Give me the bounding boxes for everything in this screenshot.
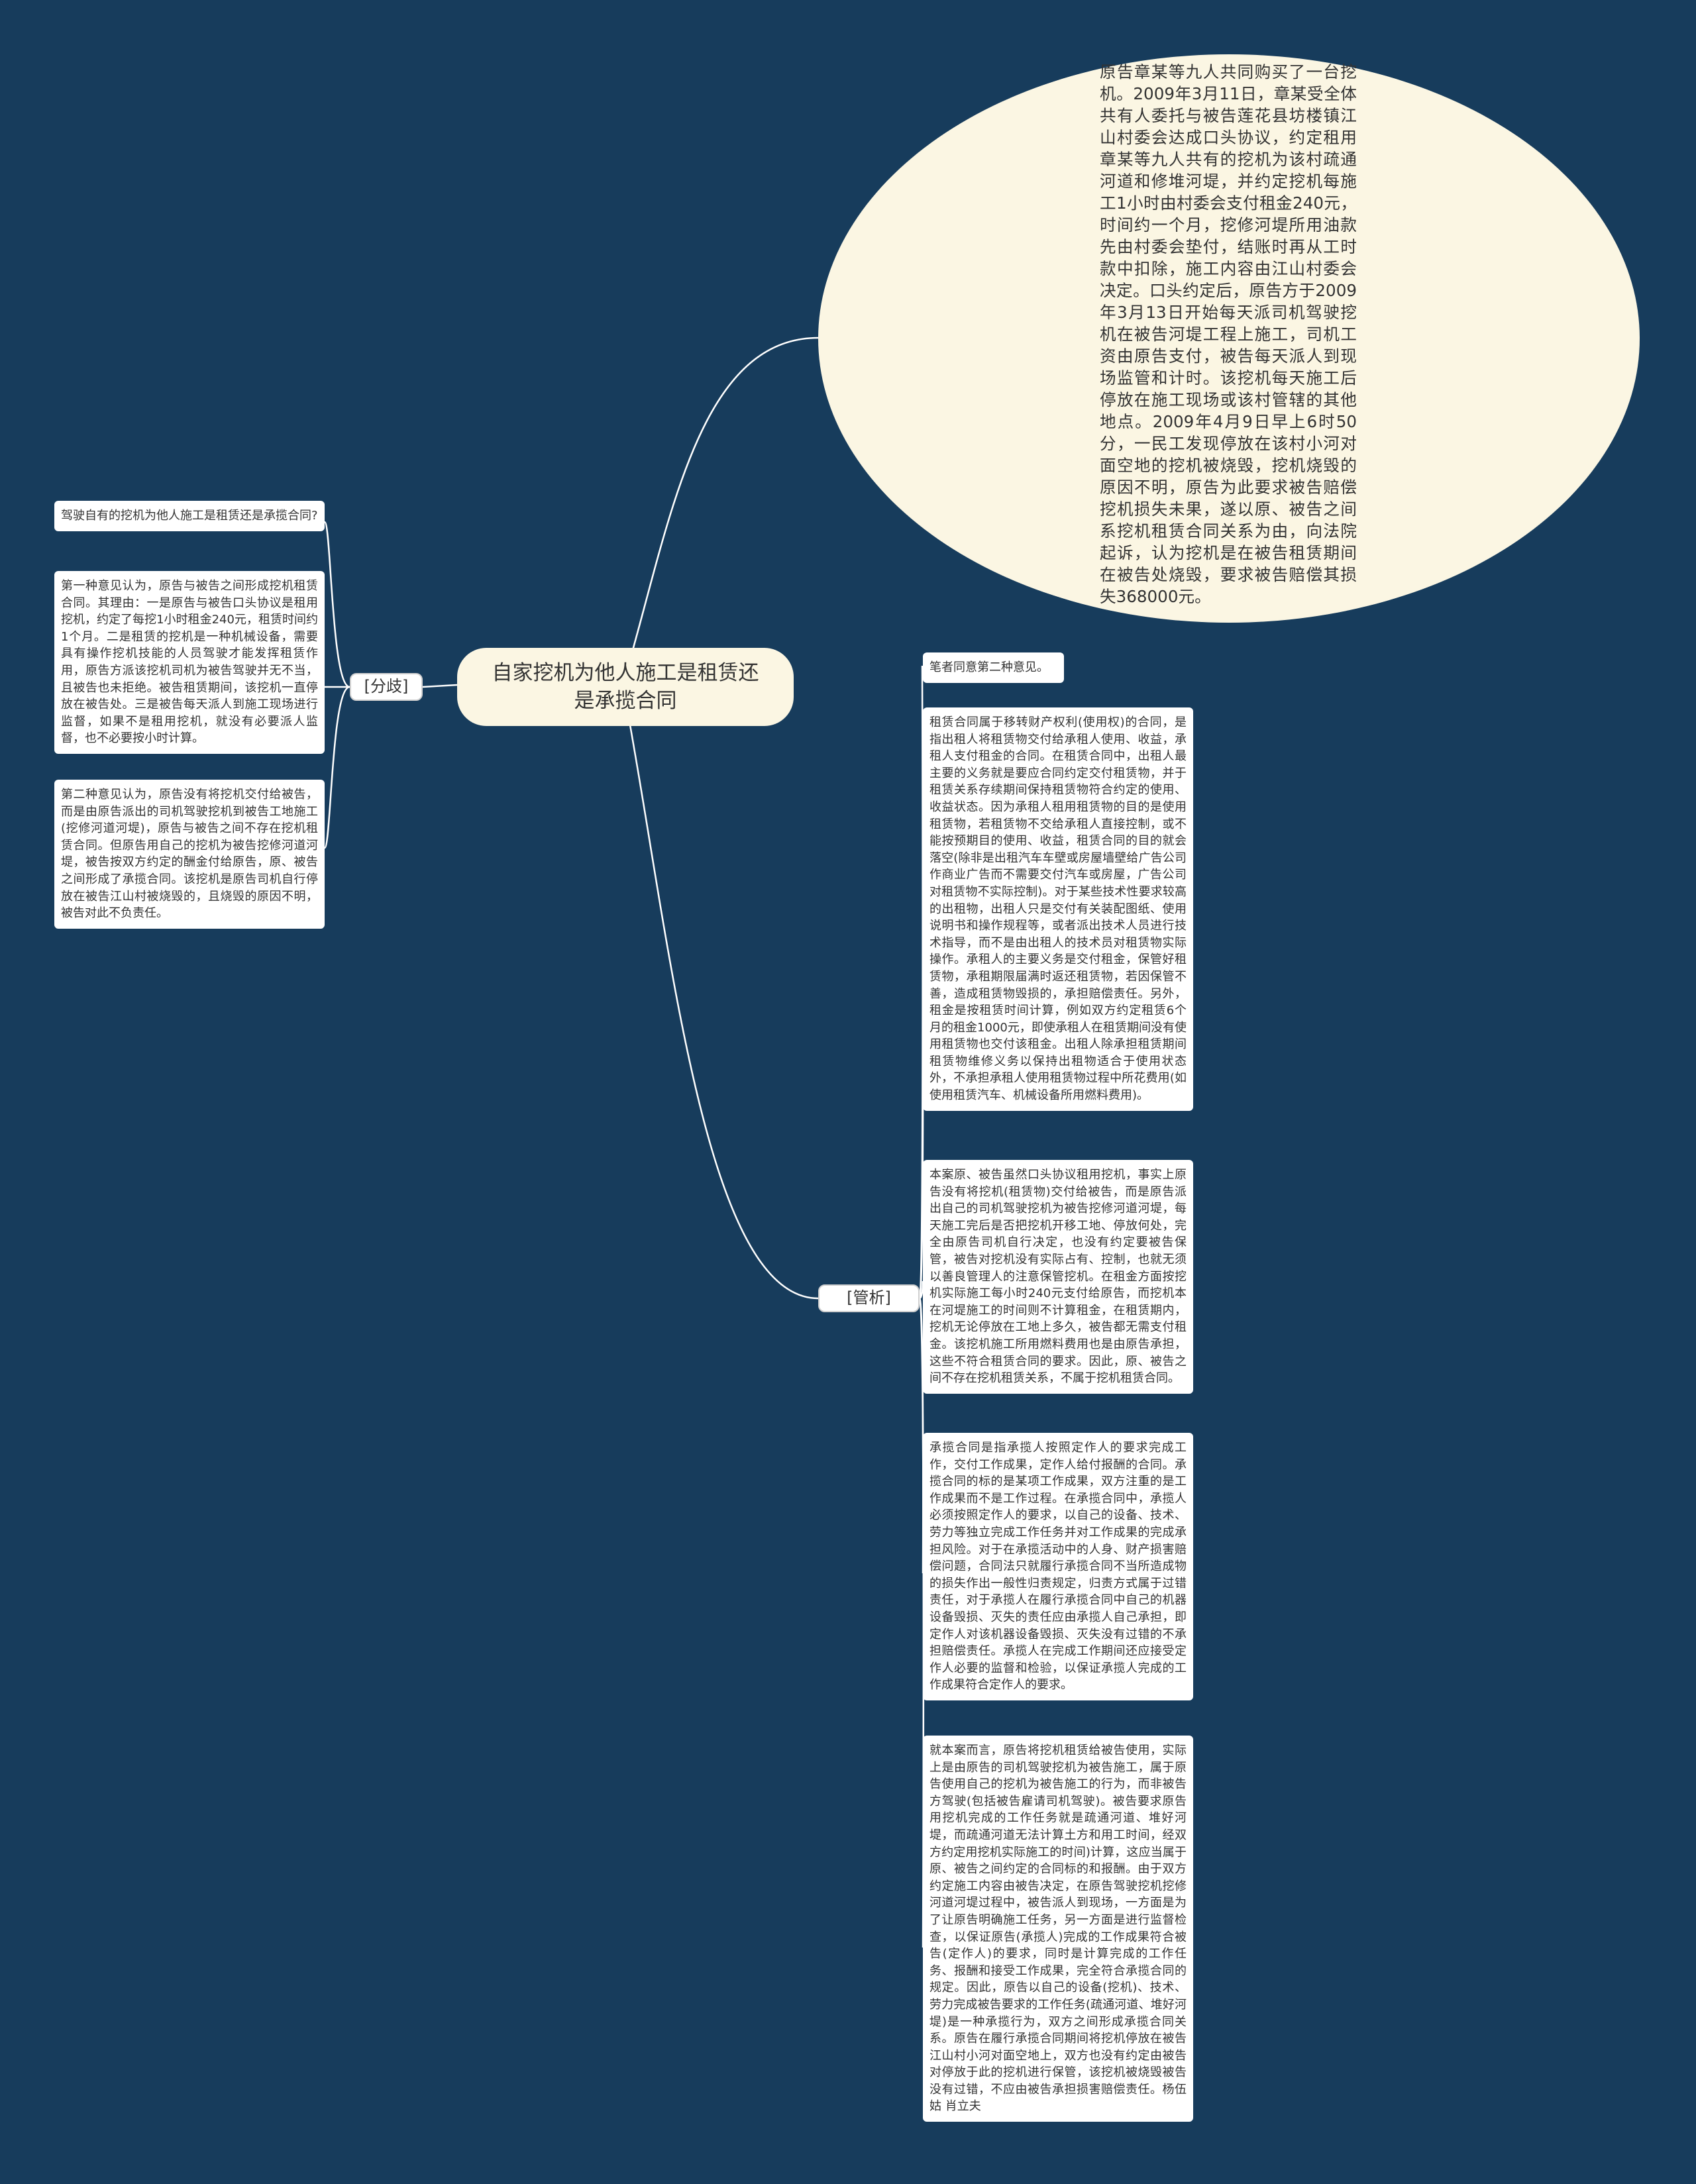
dispute-question-text: 驾驶自有的挖机为他人施工是租赁还是承揽合同?: [61, 509, 318, 523]
dispute-label[interactable]: [分歧]: [350, 673, 423, 701]
analysis-p2-text: 本案原、被告虽然口头协议租用挖机，事实上原告没有将挖机(租赁物)交付给被告，而是…: [929, 1168, 1187, 1386]
link-root-dispute: [422, 684, 458, 688]
link-analysis-p2: [919, 1280, 924, 1300]
dispute-label-text: [分歧]: [364, 677, 409, 696]
dispute-opinion1-text: 第一种意见认为，原告与被告之间形成挖机租赁合同。其理由：一是原告与被告口头协议是…: [61, 579, 318, 746]
dispute-question[interactable]: 驾驶自有的挖机为他人施工是租赁还是承揽合同?: [54, 501, 325, 531]
analysis-p1[interactable]: 租赁合同属于移转财产权利(使用权)的合同，是指出租人将租赁物交付给承租人使用、收…: [923, 707, 1193, 1111]
analysis-p3-text: 承揽合同是指承揽人按照定作人的要求完成工作，交付工作成果，定作人给付报酬的合同。…: [929, 1441, 1187, 1692]
link-dispute-question: [323, 521, 350, 688]
analysis-label[interactable]: [管析]: [818, 1284, 920, 1312]
analysis-agree[interactable]: 笔者同意第二种意见。: [923, 652, 1064, 683]
facts-text: 原告章某等九人共同购买了一台挖机。2009年3月11日，章某受全体共有人委托与被…: [1100, 62, 1357, 606]
facts-node[interactable]: [818, 54, 1640, 623]
analysis-p3[interactable]: 承揽合同是指承揽人按照定作人的要求完成工作，交付工作成果，定作人给付报酬的合同。…: [923, 1433, 1193, 1700]
analysis-p1-text: 租赁合同属于移转财产权利(使用权)的合同，是指出租人将租赁物交付给承租人使用、收…: [929, 715, 1187, 1103]
link-root-analysis: [621, 684, 819, 1300]
root-topic[interactable]: 自家挖机为他人施工是租赁还是承揽合同: [457, 648, 794, 726]
analysis-p4[interactable]: 就本案而言，原告将挖机租赁给被告使用，实际上是由原告的司机驾驶挖机为被告施工，属…: [923, 1736, 1193, 2122]
link-dispute-opinion2: [323, 686, 350, 849]
analysis-label-text: [管析]: [847, 1288, 891, 1307]
analysis-p4-text: 就本案而言，原告将挖机租赁给被告使用，实际上是由原告的司机驾驶挖机为被告施工，属…: [929, 1743, 1187, 2114]
dispute-opinion2-text: 第二种意见认为，原告没有将挖机交付给被告，而是由原告派出的司机驾驶挖机到被告工地…: [61, 788, 318, 921]
analysis-p2[interactable]: 本案原、被告虽然口头协议租用挖机，事实上原告没有将挖机(租赁物)交付给被告，而是…: [923, 1160, 1193, 1394]
dispute-opinion1[interactable]: 第一种意见认为，原告与被告之间形成挖机租赁合同。其理由：一是原告与被告口头协议是…: [54, 571, 325, 754]
link-root-facts: [621, 337, 819, 686]
dispute-opinion2[interactable]: 第二种意见认为，原告没有将挖机交付给被告，而是由原告派出的司机驾驶挖机到被告工地…: [54, 780, 325, 929]
root-title: 自家挖机为他人施工是租赁还是承揽合同: [492, 661, 759, 713]
analysis-agree-text: 笔者同意第二种意见。: [929, 660, 1049, 674]
